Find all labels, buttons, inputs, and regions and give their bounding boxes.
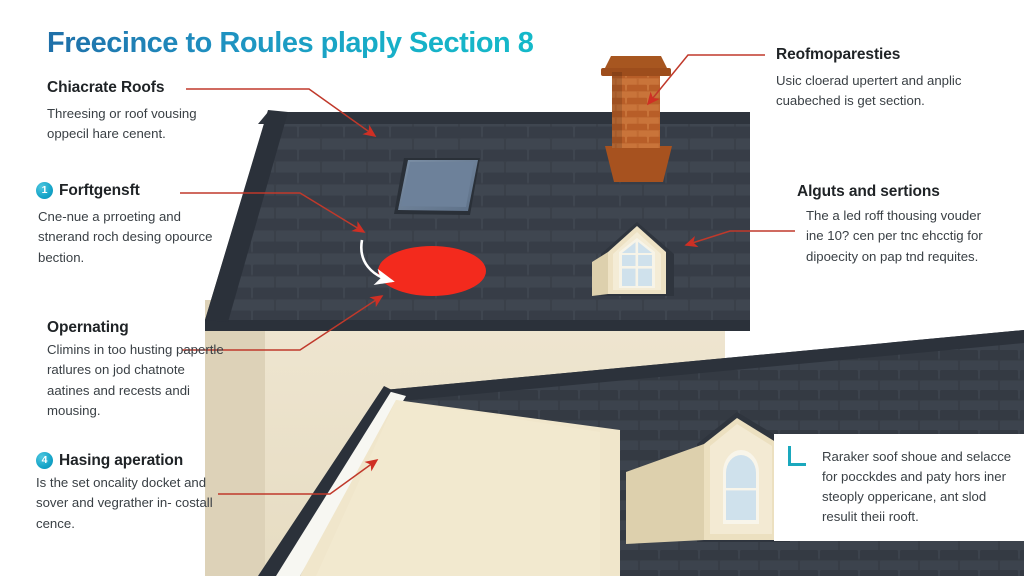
note-bottom-left-heading: Hasing aperation bbox=[59, 452, 184, 469]
left-rake-board bbox=[205, 110, 288, 322]
note-mid-right-body: The a led roff thousing vouder ine 10? c… bbox=[806, 208, 983, 264]
note-mid-right-heading: Alguts and sertions bbox=[797, 183, 940, 200]
note-mid-right: Alguts and sertions The a led roff thous… bbox=[797, 182, 1002, 267]
leader-line-top-left bbox=[186, 88, 377, 137]
white-curved-arrow bbox=[360, 239, 395, 285]
note-bottom-left: 4 Hasing aperation Is the set oncality do… bbox=[36, 451, 226, 534]
leader-line-mid-left bbox=[180, 192, 366, 233]
highlight-ellipse bbox=[378, 246, 486, 296]
note-top-right: Reofmoparesties Usic cloerad upertert an… bbox=[776, 45, 976, 112]
leader-line-mid-right bbox=[684, 230, 795, 248]
leader-line-lower-left bbox=[182, 295, 384, 351]
corner-bracket-icon bbox=[788, 446, 806, 466]
leader-lines bbox=[180, 54, 795, 495]
arched-dormer-window bbox=[723, 450, 759, 524]
skylight bbox=[394, 158, 480, 215]
note-top-left: Chiacrate Roofs Threesing or roof vousin… bbox=[47, 78, 227, 145]
note-bottom-right-body: Raraker soof shoue and selacce for pocck… bbox=[822, 449, 1012, 525]
upper-dormer bbox=[592, 222, 674, 296]
badge-number-1: 1 bbox=[36, 182, 53, 199]
note-top-right-body: Usic cloerad upertert and anplic cuabech… bbox=[776, 73, 962, 109]
badge-number-4: 4 bbox=[36, 452, 53, 469]
main-roof bbox=[205, 112, 750, 331]
note-bottom-right-callout: Raraker soof shoue and selacce for pocck… bbox=[774, 434, 1024, 542]
leader-line-bottom-left bbox=[218, 459, 379, 495]
chimney bbox=[601, 56, 672, 182]
note-mid-left-heading: Forftgensft bbox=[59, 182, 140, 199]
upper-dormer-window bbox=[622, 241, 652, 286]
arched-dormer bbox=[626, 412, 790, 544]
note-mid-left: 1 Forftgensft Cne-nue a prroeting and stn… bbox=[36, 181, 216, 268]
page-title: Freecince to Roules plaply Section 8 bbox=[47, 27, 534, 59]
note-lower-left-heading: Opernating bbox=[47, 319, 129, 336]
leader-line-top-right bbox=[646, 54, 765, 106]
note-top-right-heading: Reofmoparesties bbox=[776, 46, 901, 63]
note-lower-left: Opernating Climins in too husting papert… bbox=[47, 318, 227, 421]
note-bottom-left-body: Is the set oncality docket and sover and… bbox=[36, 475, 213, 531]
note-mid-left-body: Cne-nue a prroeting and stnerand roch de… bbox=[38, 209, 213, 265]
note-lower-left-body: Climins in too husting papertle ratlures… bbox=[47, 342, 224, 418]
note-top-left-heading: Chiacrate Roofs bbox=[47, 79, 165, 96]
note-top-left-body: Threesing or roof vousing oppecil hare c… bbox=[47, 106, 197, 142]
